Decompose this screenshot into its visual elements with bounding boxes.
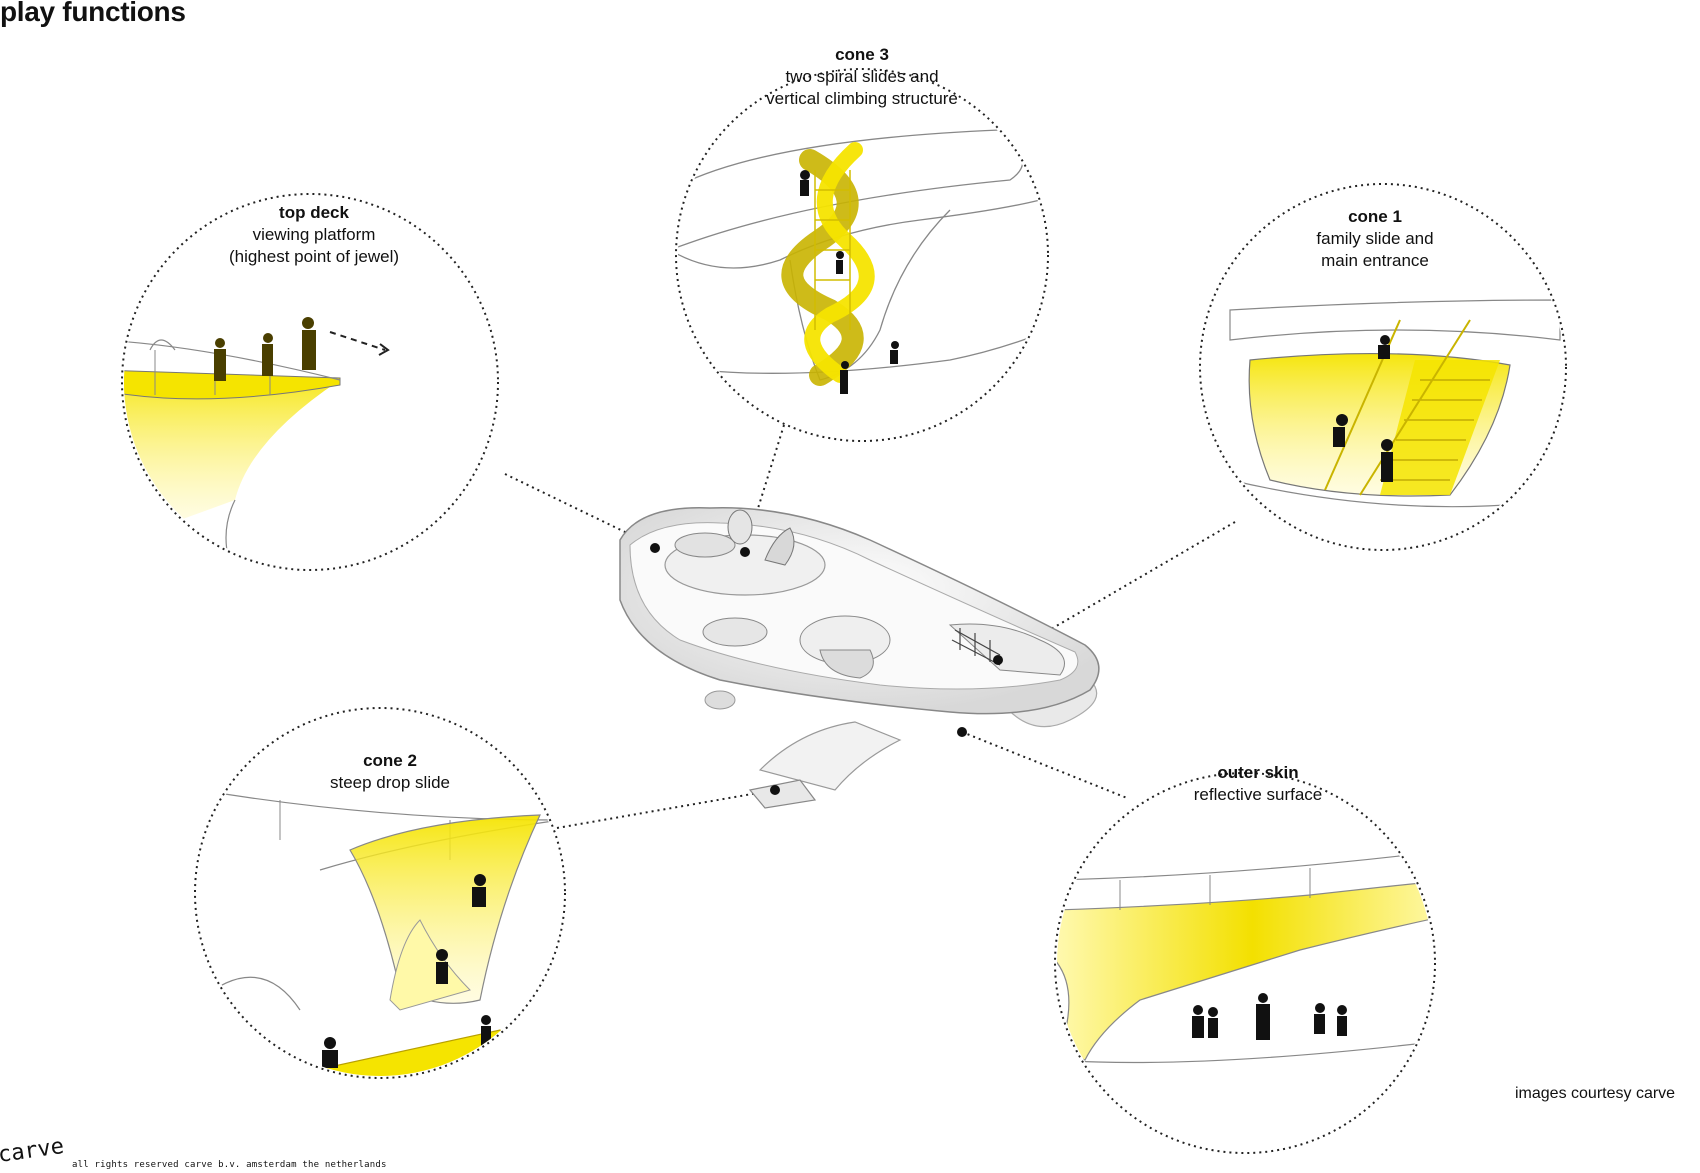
circle-cone1 xyxy=(1199,183,1567,551)
callout-outerskin-line1: reflective surface xyxy=(1193,785,1323,804)
callout-cone1-line1: family slide and xyxy=(1316,229,1434,248)
callout-cone1: cone 1 family slide and main entrance xyxy=(1295,206,1455,272)
callout-cone2: cone 2 steep drop slide xyxy=(310,750,470,794)
page-title: play functions xyxy=(0,0,186,27)
callout-cone3-line2: vertical climbing structure xyxy=(766,89,958,108)
spiral-slide xyxy=(781,142,875,386)
connector-outerskin xyxy=(961,731,1128,799)
circle-outerskin xyxy=(1054,772,1436,1154)
callout-topdeck-line1: viewing platform xyxy=(252,225,376,244)
callout-topdeck-line2: (highest point of jewel) xyxy=(228,247,400,266)
callout-cone1-heading: cone 1 xyxy=(1348,207,1402,226)
callout-cone3: cone 3 two spiral slides and vertical cl… xyxy=(749,44,975,110)
callout-cone2-heading: cone 2 xyxy=(363,751,417,770)
circle-topdeck xyxy=(121,193,499,571)
callout-outerskin-heading: outer skin xyxy=(1217,763,1299,782)
connector-dots xyxy=(650,543,1003,795)
callout-cone3-heading: cone 3 xyxy=(835,45,889,64)
callout-topdeck: top deck viewing platform (highest point… xyxy=(219,202,409,268)
callout-topdeck-heading: top deck xyxy=(279,203,349,222)
callout-cone1-line2: main entrance xyxy=(1321,251,1429,270)
circle-cone2 xyxy=(194,707,566,1079)
circle-cone3 xyxy=(675,68,1049,442)
callout-cone3-line1: two spiral slides and xyxy=(785,67,939,86)
connector-cone2 xyxy=(556,789,776,829)
image-credit: images courtesy carve xyxy=(1515,1085,1676,1102)
callout-outerskin: outer skin reflective surface xyxy=(1168,762,1348,806)
people-silhouettes xyxy=(214,317,316,381)
callout-cone2-line1: steep drop slide xyxy=(329,773,451,792)
rights-notice: all rights reserved carve b.v. amsterdam… xyxy=(72,1160,387,1170)
central-jewel-structure xyxy=(619,507,1100,809)
